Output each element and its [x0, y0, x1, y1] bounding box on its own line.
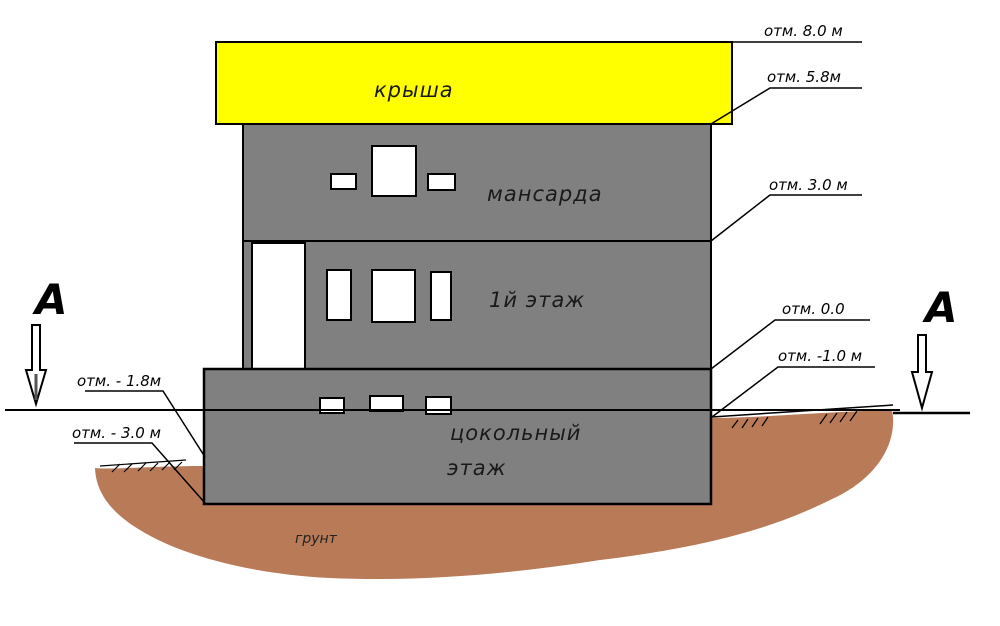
first-floor-block — [242, 240, 712, 370]
first-floor-window — [326, 269, 352, 321]
basement-label-line1: цокольный — [450, 421, 581, 445]
leader-3-0 — [710, 194, 862, 242]
elevation-8-0: отм. 8.0 м — [764, 22, 843, 40]
section-arrow-left — [24, 324, 48, 408]
basement-label-line2: этаж — [447, 456, 507, 480]
attic-window — [330, 173, 357, 190]
attic-window — [371, 145, 417, 197]
first-floor-label: 1й этаж — [489, 288, 585, 312]
soil-area — [95, 410, 894, 580]
elevation-minus-1-8: отм. - 1.8м — [77, 372, 161, 390]
first-floor-door — [251, 242, 306, 370]
roof-label: крыша — [374, 78, 454, 102]
roof-block — [215, 41, 733, 125]
ground-slope-right — [711, 404, 894, 418]
attic-label: мансарда — [487, 182, 603, 206]
ground-hatching-right — [731, 410, 858, 429]
elevation-0-0: отм. 0.0 — [782, 300, 845, 318]
soil-label: грунт — [295, 531, 338, 547]
elevation-minus-1-0: отм. -1.0 м — [778, 347, 862, 365]
basement-block — [202, 367, 713, 506]
section-label-left: А — [32, 275, 68, 324]
elevation-5-8: отм. 5.8м — [767, 68, 841, 86]
elevation-3-0: отм. 3.0 м — [769, 176, 848, 194]
section-label-right: А — [922, 283, 958, 332]
attic-window — [427, 173, 456, 191]
basement-window — [425, 396, 452, 415]
elevation-minus-3-0: отм. - 3.0 м — [72, 424, 161, 442]
leader-minus-1-0 — [711, 366, 875, 418]
leader-minus-1-8 — [85, 390, 206, 458]
leader-minus-3-0 — [74, 442, 206, 504]
elevation-leader-lines — [74, 41, 875, 504]
attic-block — [242, 123, 712, 242]
first-floor-window — [371, 269, 416, 323]
first-floor-window — [430, 271, 452, 321]
basement-window — [369, 395, 404, 412]
ground-hatching-left — [99, 459, 187, 473]
section-arrow-right — [910, 334, 934, 412]
leader-0-0 — [710, 319, 870, 370]
leader-5-8 — [710, 87, 862, 125]
